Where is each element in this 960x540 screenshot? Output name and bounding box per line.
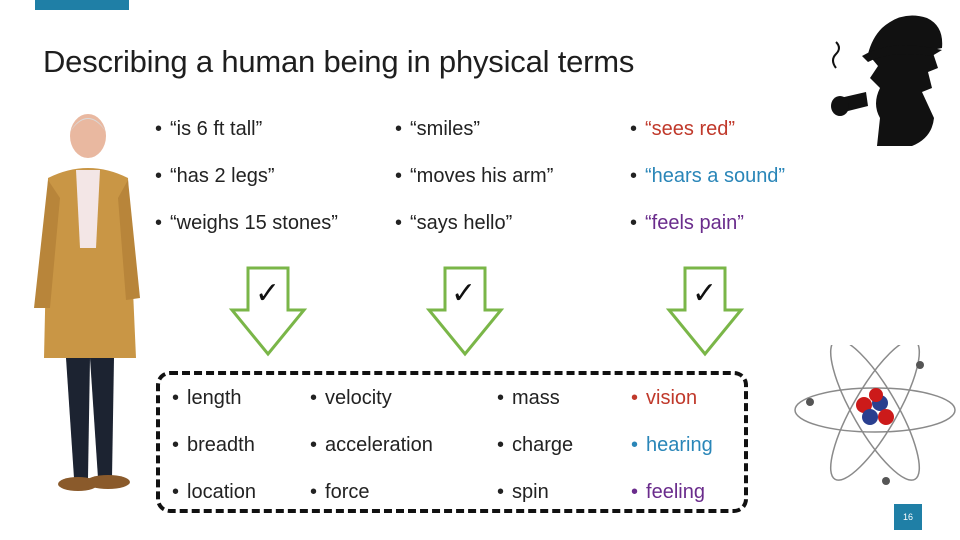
list-item: •mass xyxy=(497,387,560,409)
man-photo xyxy=(34,114,140,491)
list-item: •“weighs 15 stones” xyxy=(155,212,338,234)
accent-bar xyxy=(35,0,129,10)
list-item: •force xyxy=(310,481,370,503)
list-item: •“is 6 ft tall” xyxy=(155,118,263,140)
list-item: •length xyxy=(172,387,242,409)
physical-properties-box xyxy=(156,371,748,513)
arrow-down-icon xyxy=(228,266,308,357)
detective-silhouette xyxy=(822,8,952,148)
list-item: •“feels pain” xyxy=(630,212,744,234)
arrow-down-icon xyxy=(425,266,505,357)
list-item: •vision xyxy=(631,387,698,409)
list-item: •velocity xyxy=(310,387,392,409)
list-item: •“says hello” xyxy=(395,212,513,234)
list-item: •hearing xyxy=(631,434,713,456)
list-item: •location xyxy=(172,481,256,503)
list-item: •acceleration xyxy=(310,434,433,456)
list-item: •“has 2 legs” xyxy=(155,165,275,187)
slide-title: Describing a human being in physical ter… xyxy=(43,44,635,79)
list-item: •“moves his arm” xyxy=(395,165,554,187)
page-number: 16 xyxy=(894,504,922,530)
list-item: •“smiles” xyxy=(395,118,481,140)
list-item: •charge xyxy=(497,434,574,456)
check-icon: ✓ xyxy=(451,277,477,310)
atom-icon xyxy=(794,345,956,485)
list-item: •“hears a sound” xyxy=(630,165,786,187)
list-item: •breadth xyxy=(172,434,255,456)
arrow-down-icon xyxy=(665,266,745,357)
check-icon: ✓ xyxy=(692,277,718,310)
list-item: •feeling xyxy=(631,481,705,503)
check-icon: ✓ xyxy=(255,277,281,310)
list-item: •spin xyxy=(497,481,549,503)
list-item: •“sees red” xyxy=(630,118,736,140)
